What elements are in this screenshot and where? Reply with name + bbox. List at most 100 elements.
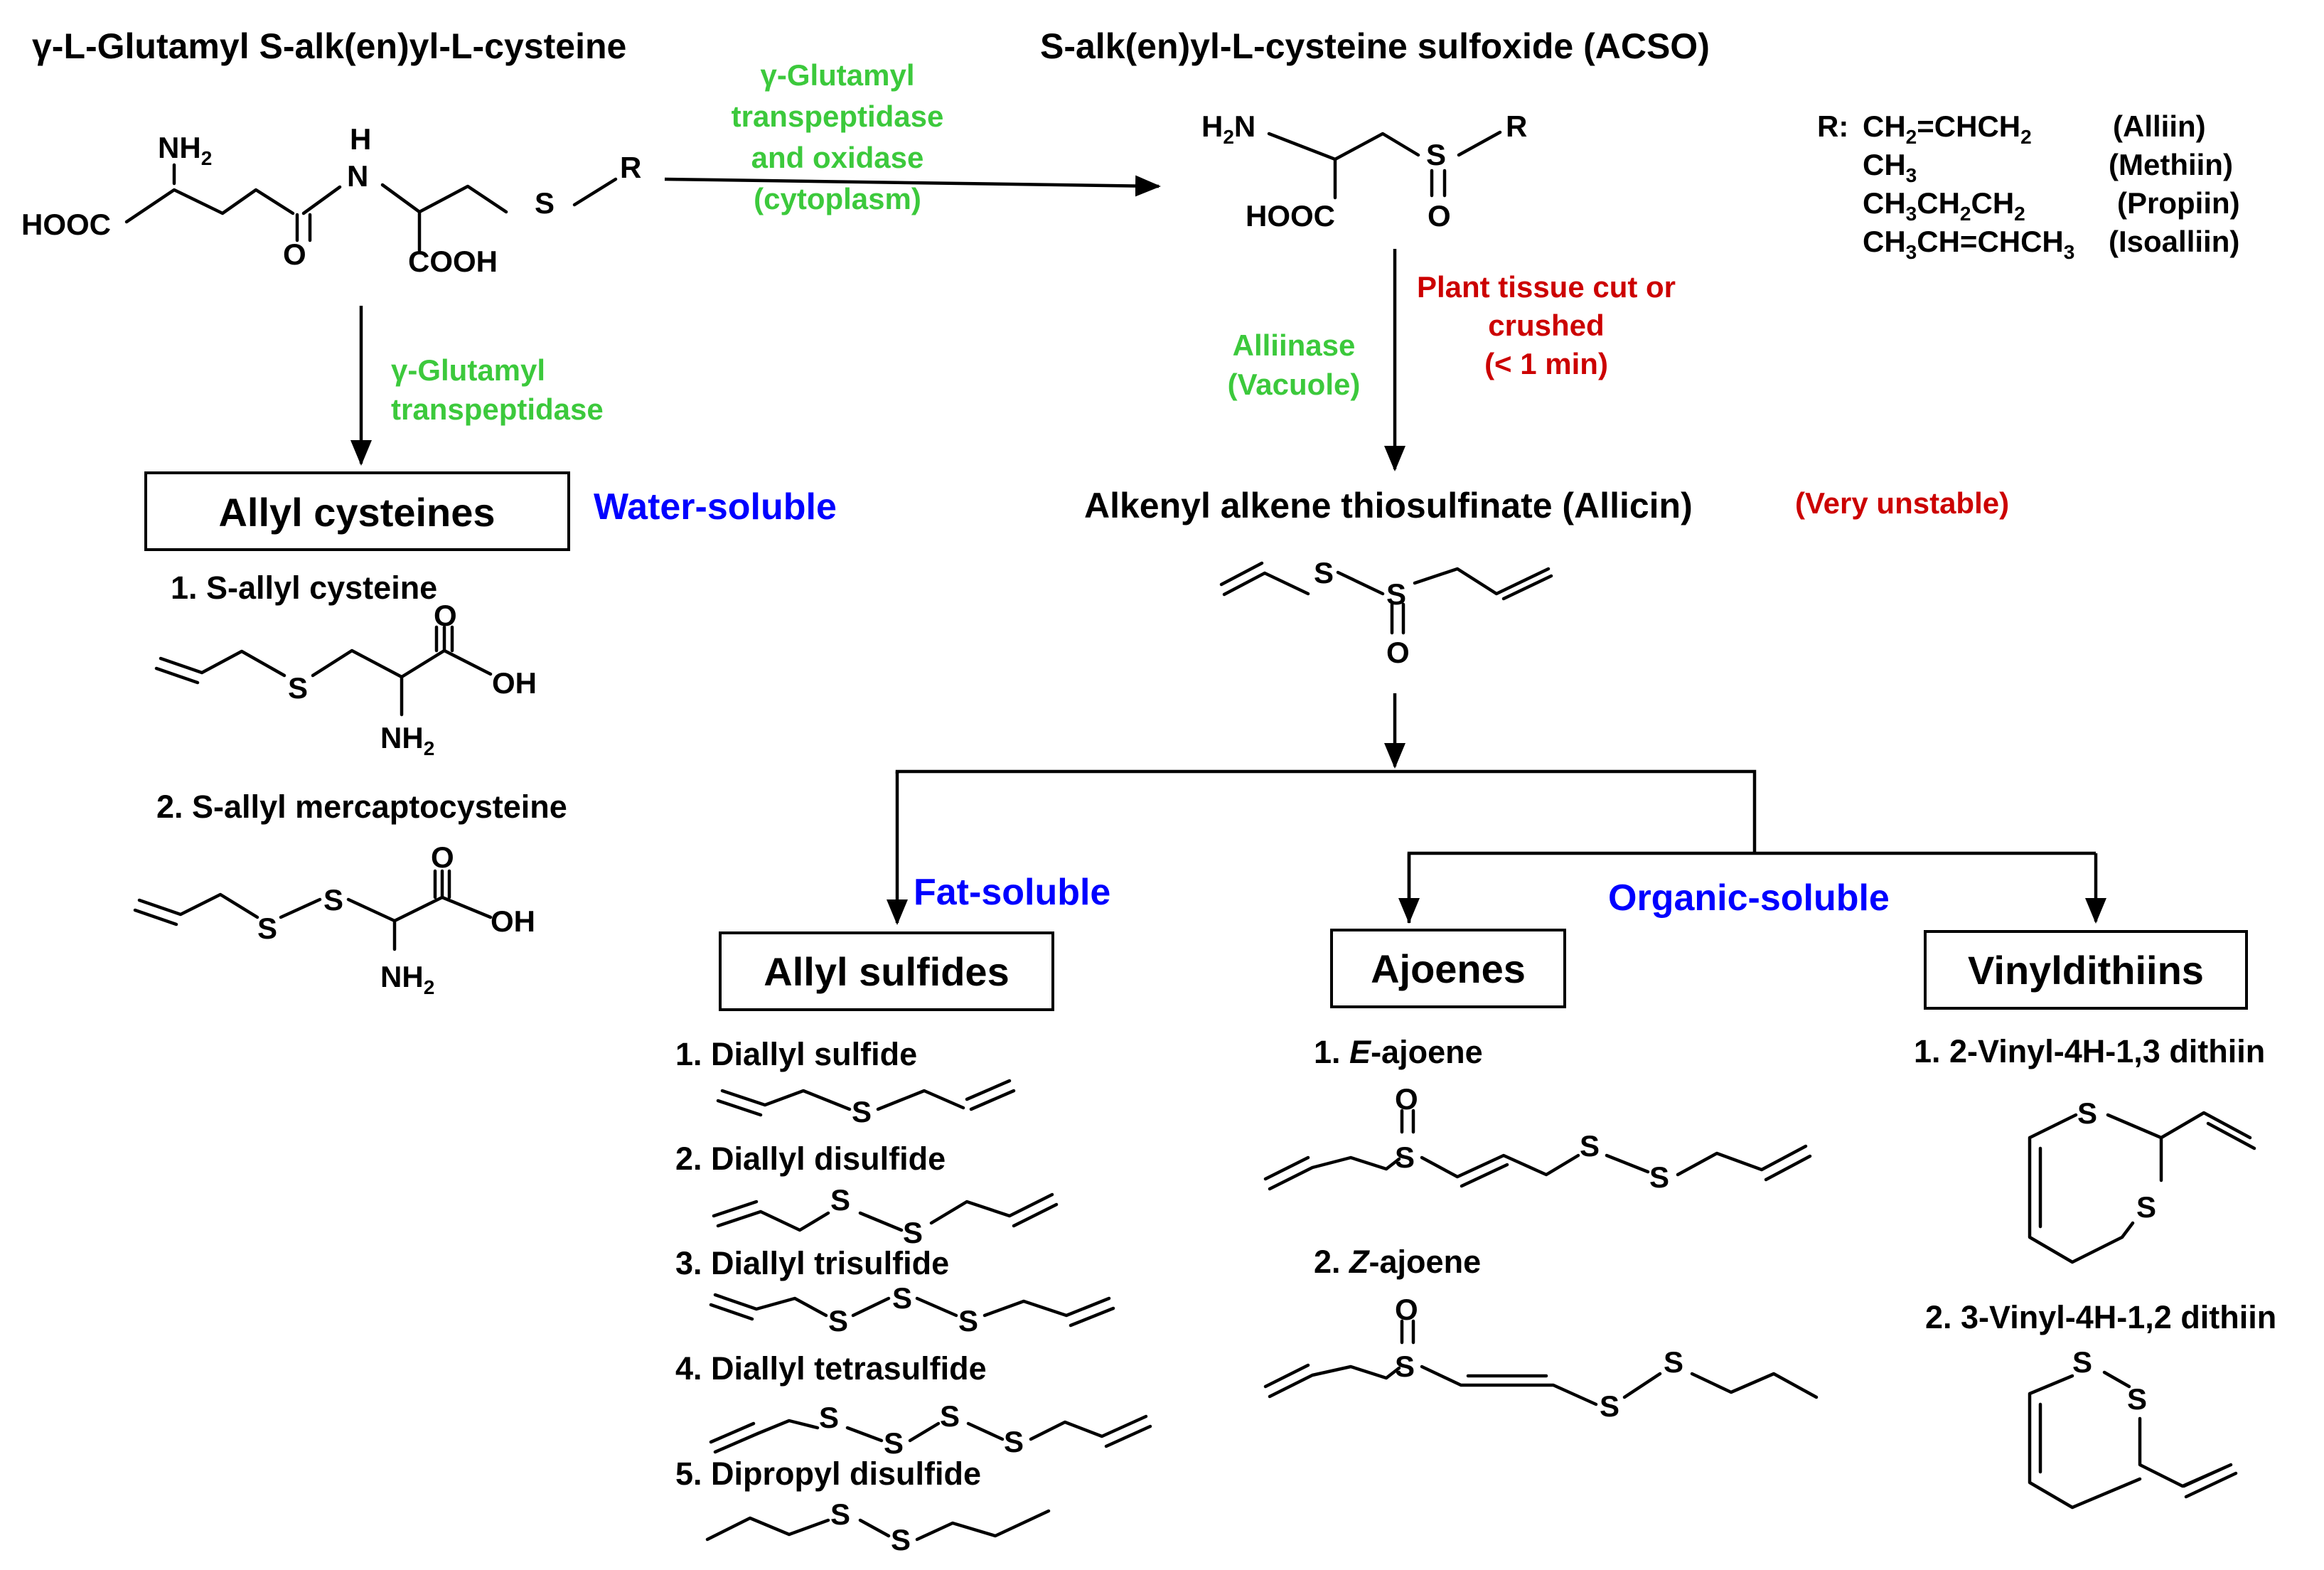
- water-soluble-label: Water-soluble: [594, 486, 837, 528]
- allyl-cysteines-title: Allyl cysteines: [218, 490, 495, 535]
- diallyl-sulfide-s: S: [852, 1095, 872, 1128]
- s-allyl-cysteine-structure: S O OH NH2: [154, 599, 537, 759]
- dipropyl-disulfide-s2: S: [891, 1523, 911, 1556]
- s-allyl-mercaptocysteine-nh2: NH2: [380, 960, 434, 998]
- vinyldithiin-13-s1: S: [2077, 1096, 2097, 1130]
- diallyl-trisulfide-structure: [709, 1293, 1115, 1328]
- dipropyl-disulfide-structure: [705, 1509, 1051, 1542]
- fat-soluble-label: Fat-soluble: [914, 872, 1110, 913]
- diallyl-sulfide-label: 1. Diallyl sulfide: [675, 1036, 917, 1072]
- z-ajoene-s1: S: [1395, 1350, 1415, 1383]
- dipropyl-disulfide-label: 5. Dipropyl disulfide: [675, 1456, 981, 1492]
- diallyl-sulfide-structure: [716, 1079, 1016, 1117]
- cooh-label-left: COOH: [408, 245, 498, 278]
- e-ajoene-s3: S: [1649, 1160, 1669, 1194]
- e-ajoene-s2: S: [1580, 1129, 1600, 1163]
- acso-title: S-alk(en)yl-L-cysteine sulfoxide (ACSO): [1040, 26, 1710, 66]
- allicin-structure: S S O: [1219, 556, 1553, 669]
- s-allyl-mercaptocysteine-bonds: [133, 869, 493, 951]
- z-ajoene-rest: -ajoene: [1369, 1244, 1482, 1280]
- z-ajoene-bonds: [1263, 1319, 1819, 1406]
- r-formula-propenyl: CH3CH=CHCH3: [1863, 225, 2074, 263]
- e-ajoene-num: 1.: [1314, 1034, 1341, 1070]
- diallyl-trisulfide-label: 3. Diallyl trisulfide: [675, 1245, 949, 1281]
- e-ajoene-s1: S: [1395, 1141, 1415, 1174]
- vinyldithiin-13-label: 1. 2-Vinyl-4H-1,3 dithiin: [1914, 1033, 2265, 1069]
- r-prefix: R:: [1817, 110, 1848, 143]
- r-formula-allyl: CH2=CHCH2: [1863, 110, 2032, 148]
- allyl-cysteines-box: [144, 471, 570, 551]
- diallyl-trisulfide-s3: S: [958, 1304, 978, 1337]
- enzyme-label-top: γ-Glutamyl transpeptidase and oxidase (c…: [732, 58, 944, 215]
- diallyl-tetrasulfide-s2: S: [884, 1426, 904, 1460]
- diallyl-disulfide-s1: S: [830, 1183, 850, 1217]
- condition-line-3: (< 1 min): [1484, 347, 1608, 380]
- amide-h-label: H: [350, 122, 371, 156]
- acso-structure: H2N HOOC S O R: [1201, 110, 1527, 233]
- hooc-label-left: HOOC: [21, 208, 111, 241]
- gamma-glutamyl-structure: HOOC NH2 H N O COOH S R: [21, 122, 641, 278]
- enzyme-left-line-1: γ-Glutamyl: [391, 353, 545, 387]
- diallyl-disulfide-structure: [712, 1192, 1059, 1232]
- diallyl-disulfide-label: 2. Diallyl disulfide: [675, 1141, 946, 1177]
- vinyldithiins-box: [1924, 930, 2248, 1010]
- e-ajoene-italic: E: [1349, 1034, 1372, 1070]
- condition-line-1: Plant tissue cut or: [1417, 270, 1676, 304]
- enzyme-top-line-4: (cytoplasm): [754, 182, 921, 215]
- s-allyl-cysteine-o: O: [434, 599, 457, 632]
- r-formula-propyl: CH3CH2CH2: [1863, 186, 2025, 225]
- s-allyl-cysteine-nh2: NH2: [380, 721, 434, 759]
- s-allyl-mercaptocysteine-s1: S: [257, 912, 277, 945]
- nh2-label-left: NH2: [158, 131, 212, 169]
- diallyl-tetrasulfide-label: 4. Diallyl tetrasulfide: [675, 1350, 987, 1387]
- arrow-gamma-to-acso: [664, 175, 1161, 197]
- allyl-sulfides-title: Allyl sulfides: [764, 949, 1009, 994]
- z-ajoene-structure: O S S S: [1263, 1293, 1819, 1423]
- condition-line-2: crushed: [1488, 309, 1604, 342]
- enzyme-right-line-2: (Vacuole): [1228, 368, 1361, 401]
- branch-line-main: [895, 769, 1757, 853]
- s-allyl-cysteine-oh: OH: [492, 666, 537, 700]
- s-allyl-cysteine-bonds: [154, 625, 493, 717]
- diallyl-tetrasulfide-s4: S: [1004, 1425, 1024, 1458]
- vinyldithiin-12-label: 2. 3-Vinyl-4H-1,2 dithiin: [1925, 1299, 2276, 1335]
- allicin-note: (Very unstable): [1795, 486, 2009, 520]
- z-ajoene-label: 2. Z-ajoene: [1314, 1244, 1481, 1280]
- r-name-isoalliin: (Isoalliin): [2109, 225, 2239, 258]
- r-group-legend: R: CH2=CHCH2 CH3 CH3CH2CH2 CH3CH=CHCH3 (…: [1817, 110, 2240, 263]
- diallyl-tetrasulfide-s3: S: [940, 1399, 960, 1433]
- allicin-title: Alkenyl alkene thiosulfinate (Allicin): [1084, 486, 1693, 525]
- r-name-propiin: (Propiin): [2117, 186, 2240, 220]
- allicin-bonds: [1219, 561, 1553, 635]
- diallyl-disulfide-s2: S: [903, 1216, 923, 1249]
- sulfoxide-o-label-acso: O: [1428, 199, 1451, 233]
- diallyl-trisulfide-s1: S: [828, 1304, 848, 1337]
- s-allyl-cysteine-s: S: [288, 671, 308, 705]
- s-allyl-mercaptocysteine-o: O: [431, 840, 454, 874]
- r-name-methiin: (Methiin): [2109, 148, 2233, 181]
- allyl-sulfides-box: [719, 931, 1054, 1011]
- r-name-alliin: (Alliin): [2113, 110, 2206, 143]
- allicin-s1: S: [1314, 556, 1334, 589]
- z-ajoene-s3: S: [1664, 1345, 1683, 1379]
- vinyldithiin-13-bonds: [2028, 1111, 2256, 1264]
- enzyme-top-line-3: and oxidase: [751, 141, 924, 174]
- s-allyl-mercaptocysteine-oh: OH: [491, 904, 535, 938]
- s-allyl-mercaptocysteine-structure: S S O OH NH2: [133, 840, 535, 998]
- ajoenes-box: [1330, 929, 1566, 1008]
- sulfur-label-acso: S: [1426, 138, 1446, 171]
- vinyldithiin-12-s2: S: [2127, 1382, 2147, 1416]
- acso-bonds: [1267, 130, 1502, 200]
- s-allyl-mercaptocysteine-label: 2. S-allyl mercaptocysteine: [156, 789, 567, 825]
- s-allyl-cysteine-label: 1. S-allyl cysteine: [171, 570, 437, 606]
- enzyme-top-line-1: γ-Glutamyl: [760, 58, 914, 92]
- vinyldithiin-13-structure: S S: [2028, 1096, 2256, 1264]
- e-ajoene-label: 1. E-ajoene: [1314, 1034, 1483, 1070]
- e-ajoene-o: O: [1395, 1082, 1418, 1116]
- h2n-label-acso: H2N: [1201, 110, 1255, 148]
- ajoenes-title: Ajoenes: [1371, 946, 1526, 991]
- dipropyl-disulfide-s1: S: [830, 1497, 850, 1531]
- enzyme-right-line-1: Alliinase: [1233, 329, 1356, 362]
